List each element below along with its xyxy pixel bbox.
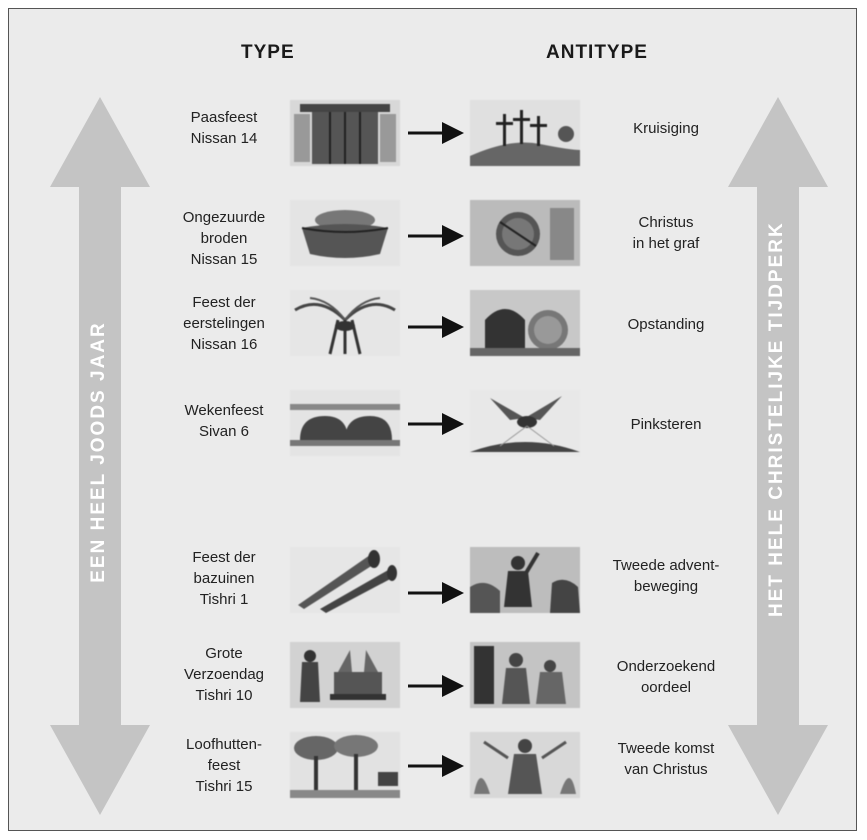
wheat-sheaf-image [290, 290, 400, 356]
arrow-icon [408, 413, 464, 435]
antitype-label: Pinksteren [630, 416, 702, 433]
arrow-icon [408, 675, 464, 697]
left-double-arrow [50, 97, 150, 815]
preacher-image [470, 547, 580, 613]
antitype-label: Opstanding [627, 316, 705, 333]
unleavened-bread-image [290, 200, 400, 266]
wave-loaves-image [290, 390, 400, 456]
sealed-tomb-image [470, 200, 580, 266]
arrow-icon [408, 225, 464, 247]
diagram-panel [8, 8, 857, 831]
judgment-image [470, 642, 580, 708]
type-header: TYPE [241, 42, 295, 63]
right-double-arrow [728, 97, 828, 815]
dove-image [470, 390, 580, 456]
arrow-icon [408, 582, 464, 604]
second-coming-image [470, 732, 580, 798]
antitype-label: Tweede advent-beweging [612, 557, 720, 595]
right-arrow-label: HET HELE CHRISTELIJKE TIJDPERK [766, 221, 787, 617]
door-lintel-image [290, 100, 400, 166]
antitype-label: Kruisiging [633, 120, 699, 137]
arrow-icon [408, 122, 464, 144]
open-tomb-image [470, 290, 580, 356]
trumpets-image [290, 547, 400, 613]
high-priest-ark-image [290, 642, 400, 708]
three-crosses-image [470, 100, 580, 166]
arrow-icon [408, 755, 464, 777]
left-arrow-label: EEN HEEL JOODS JAAR [88, 321, 109, 583]
antitype-header: ANTITYPE [546, 42, 648, 63]
arrow-icon [408, 316, 464, 338]
trees-booths-image [290, 732, 400, 798]
